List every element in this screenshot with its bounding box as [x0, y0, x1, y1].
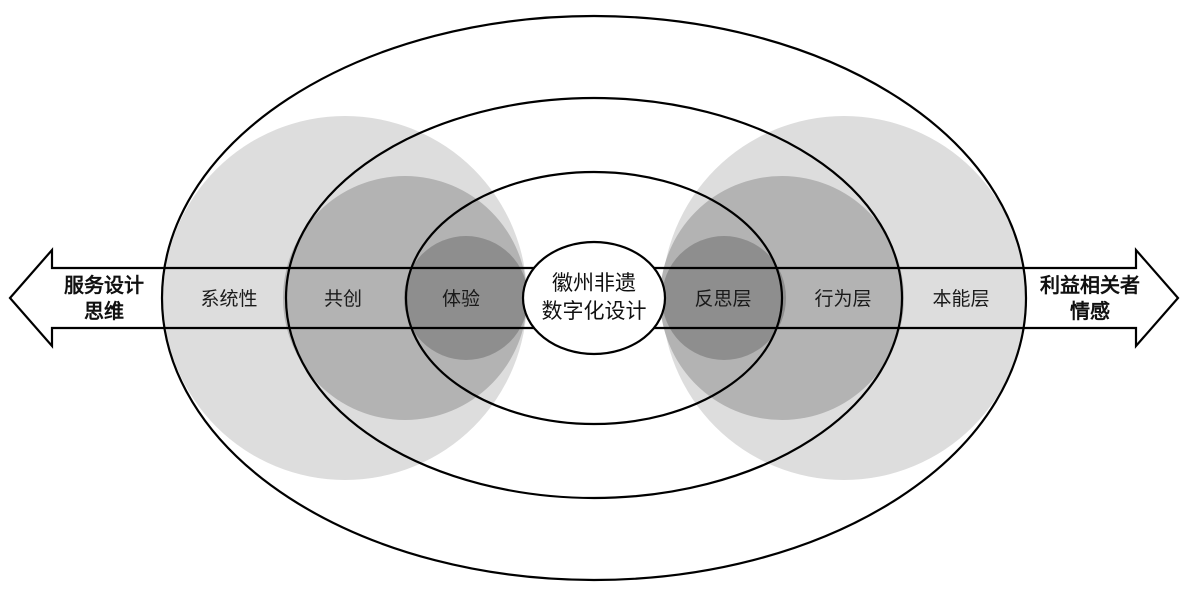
label-xitongxing: 系统性 — [200, 288, 257, 310]
label-gongchuang: 共创 — [324, 288, 362, 310]
arrow-right-label-line1: 利益相关者 — [1040, 273, 1140, 297]
arrow-left-label-line1: 服务设计 — [64, 273, 144, 297]
center-label-line1: 徽州非遗 — [552, 271, 636, 295]
middle-ellipse — [284, 96, 904, 500]
arrow-left-label-line2: 思维 — [84, 299, 124, 323]
label-tiyan: 体验 — [442, 288, 480, 310]
label-fansiceng: 反思层 — [694, 288, 751, 310]
arrow-right-label-line2: 情感 — [1070, 299, 1110, 323]
label-bennengceng: 本能层 — [932, 288, 989, 310]
center-ellipse — [521, 240, 667, 356]
double-arrow-band — [8, 247, 1180, 349]
center-label-line2: 数字化设计 — [542, 299, 647, 323]
label-xingweiceng: 行为层 — [814, 288, 871, 310]
inner-ellipse — [404, 170, 784, 426]
outer-ellipse — [160, 14, 1028, 582]
